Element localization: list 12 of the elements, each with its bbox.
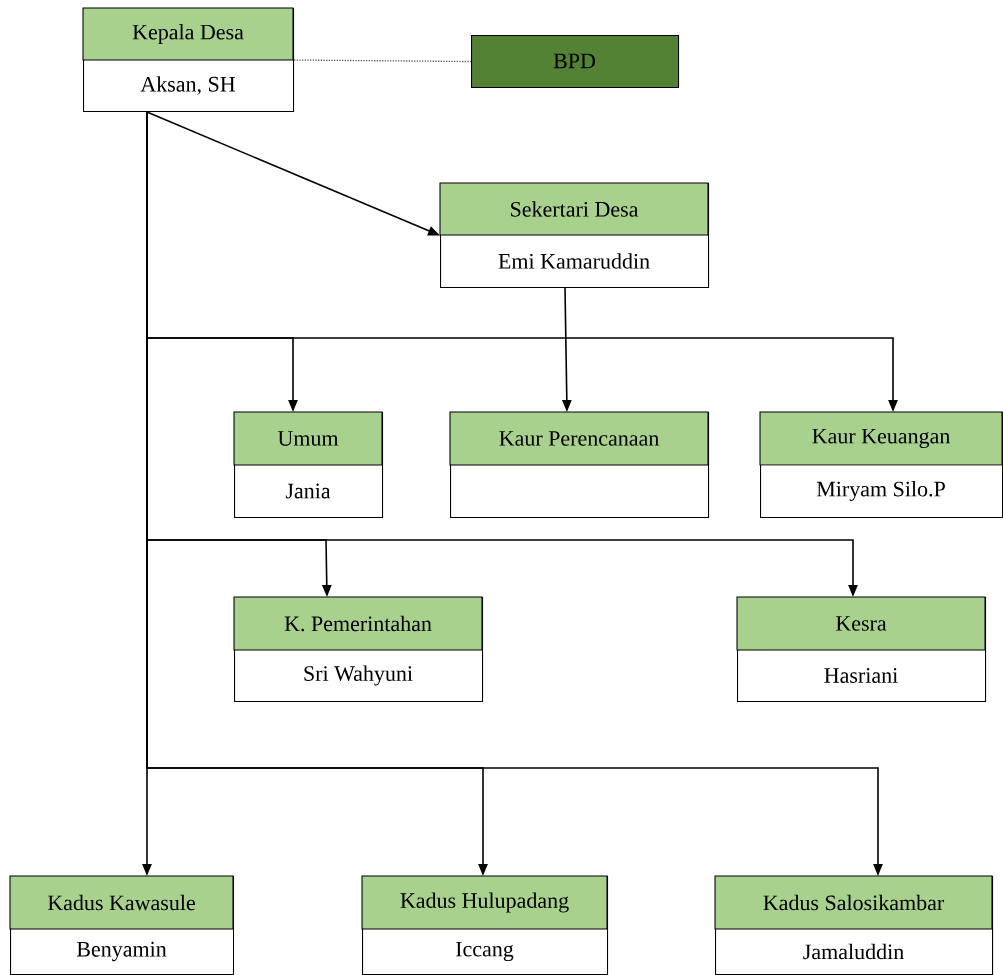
org-box: Kesra Hasriani	[736, 596, 987, 703]
org-box: Umum Jania	[233, 411, 384, 519]
org-box: Kepala Desa Aksan, SH	[82, 7, 295, 113]
connector	[293, 59, 472, 63]
org-box: K. Pemerintahan Sri Wahyuni	[233, 596, 484, 703]
org-box: Kadus Kawasule Benyamin	[9, 875, 235, 975]
org-box: Kadus Hulupadang Iccang	[361, 875, 609, 975]
org-box: BPD	[471, 35, 680, 89]
org-box: Kaur Keuangan Miryam Silo.P	[759, 411, 1003, 519]
org-box: Kadus Salosikambar Jamaluddin	[714, 875, 994, 975]
org-box: Kaur Perencanaan	[449, 411, 710, 519]
org-box: Sekertari Desa Emi Kamaruddin	[439, 182, 710, 289]
